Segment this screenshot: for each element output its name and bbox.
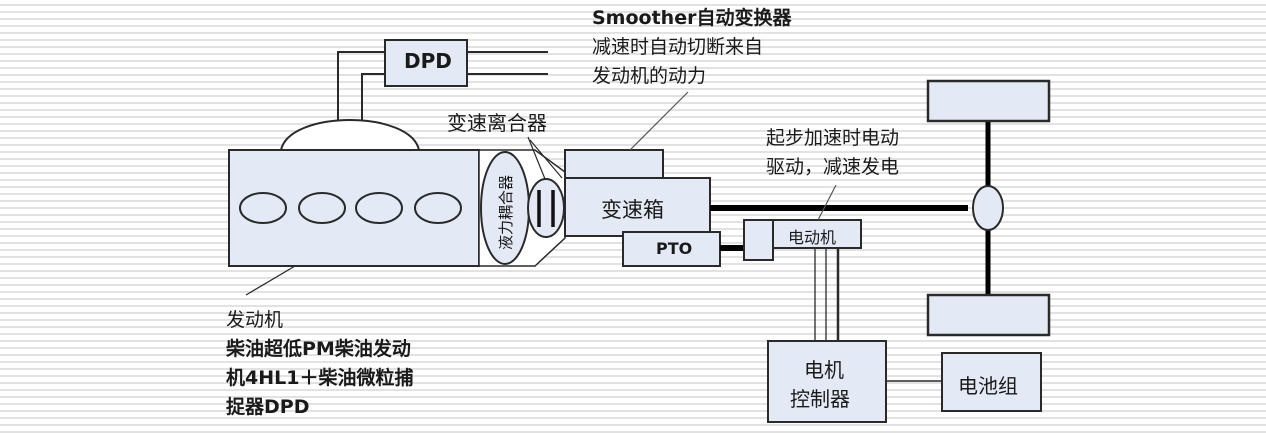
battery-pack-box	[941, 352, 1042, 412]
cylinder-4	[414, 192, 462, 224]
motor-coupler-box	[743, 219, 774, 261]
gearbox-box	[564, 177, 711, 237]
cylinder-1	[239, 192, 287, 224]
smoother-leader	[629, 91, 689, 151]
engine-callout-line3: 机4HL1＋柴油微粒捕	[226, 367, 414, 389]
dpd-box	[384, 39, 468, 87]
motor-note-line2: 驱动，减速发电	[766, 156, 900, 178]
engine-callout-line1: 发动机	[226, 309, 284, 331]
smoother-callout-line2: 减速时自动切断来自	[592, 36, 764, 58]
transmission-clutch	[527, 178, 565, 238]
engine-dome	[280, 119, 420, 151]
cylinder-3	[355, 192, 403, 224]
engine-callout-line2: 柴油超低PM柴油发动	[226, 338, 411, 360]
motor-note-line1: 起步加速时电动	[766, 127, 900, 149]
smoother-callout-line3: 发动机的动力	[592, 65, 707, 87]
motor-cables	[814, 248, 840, 341]
clutch-leader-1	[527, 136, 546, 180]
engine-block	[228, 149, 480, 267]
exhaust-pipe-1	[337, 51, 385, 122]
pto-box	[622, 231, 721, 267]
motor-label: 电动机	[788, 228, 837, 247]
battery-pack-label: 电池组	[958, 374, 1018, 398]
wheel-top	[926, 79, 1051, 123]
motor-controller-box	[767, 340, 887, 423]
gearbox-label: 变速箱	[601, 198, 664, 222]
exhaust-pipe-2	[361, 73, 385, 122]
smoother-box	[564, 149, 664, 181]
differential	[972, 185, 1004, 231]
dpd-label: DPD	[404, 49, 452, 73]
cylinder-2	[298, 192, 346, 224]
engine-callout-line4: 捉器DPD	[226, 396, 310, 418]
motor-note-callout: 起步加速时电动 驱动，减速发电	[766, 124, 899, 182]
motor-controller-label-line2: 控制器	[790, 387, 850, 411]
motor-box	[772, 219, 862, 249]
engine-leader	[245, 265, 296, 296]
motor-controller-label-line1: 电机	[804, 358, 844, 382]
motor-note-leader	[817, 184, 837, 221]
fluid-coupling-label: 液力耦合器	[497, 175, 515, 250]
transmission-clutch-label: 变速离合器	[447, 111, 547, 135]
smoother-callout-line1: Smoother自动变换器	[592, 7, 792, 29]
engine-cylinders	[239, 192, 462, 224]
pto-label: PTO	[656, 239, 693, 258]
wheel-bottom	[926, 293, 1051, 337]
engine-callout: 发动机 柴油超低PM柴油发动 机4HL1＋柴油微粒捕 捉器DPD	[226, 306, 413, 422]
clutch-leader-2	[529, 139, 563, 179]
smoother-callout: Smoother自动变换器 减速时自动切断来自 发动机的动力	[592, 4, 791, 91]
